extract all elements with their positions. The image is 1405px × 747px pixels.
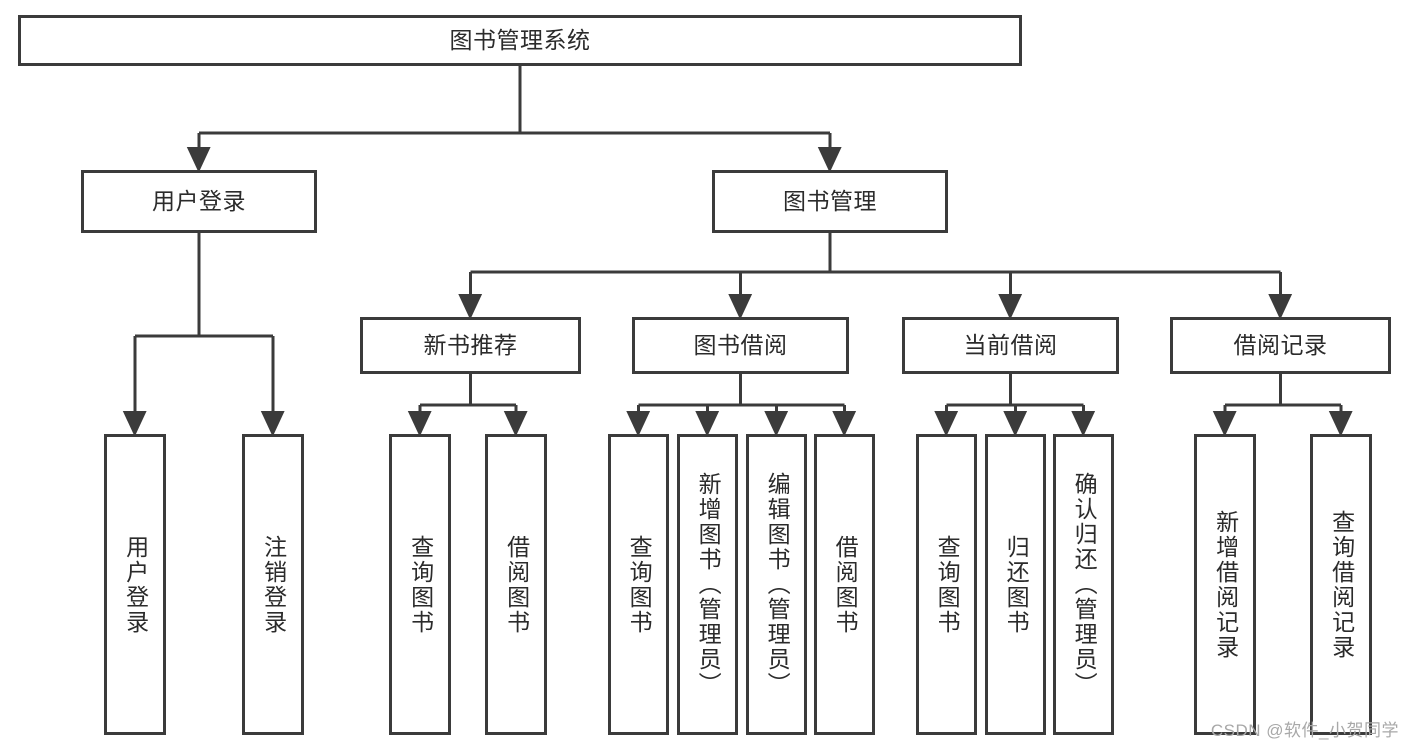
node-leaf-query-2[interactable]: 查询图书	[608, 434, 669, 735]
node-leaf-borrow-2-label: 借阅图书	[832, 534, 859, 635]
node-leaf-confirm-label: 确认归还（管理员）	[1071, 472, 1098, 697]
node-leaf-edit-book[interactable]: 编辑图书（管理员）	[746, 434, 807, 735]
node-user-login-label: 用户登录	[152, 187, 246, 214]
node-leaf-query-2-label: 查询图书	[626, 534, 653, 635]
node-leaf-borrow-2[interactable]: 借阅图书	[814, 434, 875, 735]
node-user-login[interactable]: 用户登录	[81, 170, 317, 233]
node-new-book-rec-label: 新书推荐	[423, 331, 518, 358]
node-book-manage-label: 图书管理	[783, 187, 877, 214]
node-leaf-add-book[interactable]: 新增图书（管理员）	[677, 434, 738, 735]
node-leaf-return[interactable]: 归还图书	[985, 434, 1046, 735]
node-book-borrow[interactable]: 图书借阅	[632, 317, 849, 374]
node-leaf-add-book-label: 新增图书（管理员）	[695, 472, 722, 697]
csdn-watermark: CSDN @软件_小贺同学	[1210, 721, 1399, 740]
node-leaf-qry-record-label: 查询借阅记录	[1328, 509, 1355, 660]
node-book-manage[interactable]: 图书管理	[712, 170, 948, 233]
node-leaf-add-record-label: 新增借阅记录	[1212, 509, 1239, 660]
node-leaf-user-login-label: 用户登录	[122, 534, 149, 635]
node-leaf-borrow-1-label: 借阅图书	[503, 534, 530, 635]
node-leaf-confirm[interactable]: 确认归还（管理员）	[1053, 434, 1114, 735]
node-root[interactable]: 图书管理系统	[18, 15, 1022, 66]
node-borrow-record-label: 借阅记录	[1233, 331, 1328, 358]
node-leaf-logout[interactable]: 注销登录	[242, 434, 304, 735]
node-new-book-rec[interactable]: 新书推荐	[360, 317, 581, 374]
node-leaf-logout-label: 注销登录	[260, 534, 287, 635]
node-leaf-query-3-label: 查询图书	[934, 534, 961, 635]
node-borrow-record[interactable]: 借阅记录	[1170, 317, 1391, 374]
node-leaf-borrow-1[interactable]: 借阅图书	[485, 434, 547, 735]
node-current-borrow[interactable]: 当前借阅	[902, 317, 1119, 374]
node-leaf-return-label: 归还图书	[1003, 534, 1030, 635]
node-book-borrow-label: 图书借阅	[693, 331, 788, 358]
node-leaf-edit-book-label: 编辑图书（管理员）	[764, 472, 791, 697]
node-leaf-user-login[interactable]: 用户登录	[104, 434, 166, 735]
node-leaf-add-record[interactable]: 新增借阅记录	[1194, 434, 1256, 735]
node-current-borrow-label: 当前借阅	[963, 331, 1058, 358]
node-root-label: 图书管理系统	[449, 26, 591, 53]
node-leaf-query-3[interactable]: 查询图书	[916, 434, 977, 735]
node-leaf-query-1[interactable]: 查询图书	[389, 434, 451, 735]
node-leaf-query-1-label: 查询图书	[407, 534, 434, 635]
node-leaf-qry-record[interactable]: 查询借阅记录	[1310, 434, 1372, 735]
